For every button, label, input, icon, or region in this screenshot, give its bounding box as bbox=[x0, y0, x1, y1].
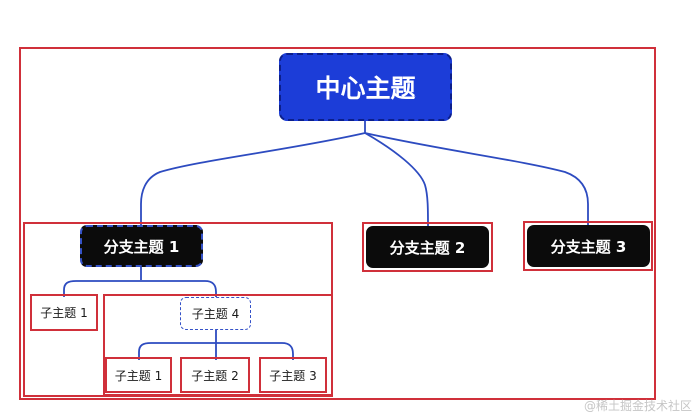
branch-topic-node-3[interactable]: 分支主题 3 bbox=[527, 225, 650, 267]
highlight-box-subtopic4-group bbox=[103, 294, 333, 396]
subtopic-label: 子主题 1 bbox=[40, 306, 88, 320]
watermark-text: @稀土掘金技术社区 bbox=[583, 399, 692, 413]
branch-topic-label: 分支主题 3 bbox=[550, 237, 627, 256]
connector-root-branch3 bbox=[364, 132, 589, 225]
subtopic4-child-node-2[interactable]: 子主题 2 bbox=[183, 360, 247, 390]
subtopic-label: 子主题 1 bbox=[114, 368, 163, 383]
connector-branch1-subs bbox=[63, 267, 217, 297]
highlight-box-branch3 bbox=[523, 221, 653, 271]
branch-topic-label: 分支主题 2 bbox=[389, 238, 466, 257]
subtopic-node-1[interactable]: 子主题 1 bbox=[33, 297, 95, 328]
connector-sub4-children bbox=[138, 330, 294, 360]
subtopic-label: 子主题 2 bbox=[191, 368, 239, 383]
subtopic-node-4[interactable]: 子主题 4 bbox=[180, 297, 251, 330]
subtopic-label: 子主题 4 bbox=[191, 307, 240, 321]
subtopic-label: 子主题 3 bbox=[269, 368, 317, 383]
connector-root-branch2 bbox=[364, 132, 429, 227]
subtopic4-child-node-1[interactable]: 子主题 1 bbox=[108, 360, 169, 390]
highlight-box-branch2 bbox=[362, 222, 493, 272]
outer-selection-frame bbox=[19, 47, 656, 400]
highlight-box-subtopic4-child2 bbox=[180, 357, 250, 393]
branch-topic-node-2[interactable]: 分支主题 2 bbox=[366, 226, 489, 268]
subtopic4-child-node-3[interactable]: 子主题 3 bbox=[262, 360, 324, 390]
highlight-box-subtopic4-child3 bbox=[259, 357, 327, 393]
root-topic-label: 中心主题 bbox=[315, 74, 416, 103]
highlight-box-subtopic4-child1 bbox=[105, 357, 172, 393]
branch-topic-label: 分支主题 1 bbox=[103, 237, 180, 256]
connector-root-branch1 bbox=[140, 121, 366, 225]
branch-topic-node-1[interactable]: 分支主题 1 bbox=[80, 225, 203, 267]
root-topic-node[interactable]: 中心主题 bbox=[279, 53, 452, 121]
highlight-box-subtopic1 bbox=[30, 294, 98, 331]
